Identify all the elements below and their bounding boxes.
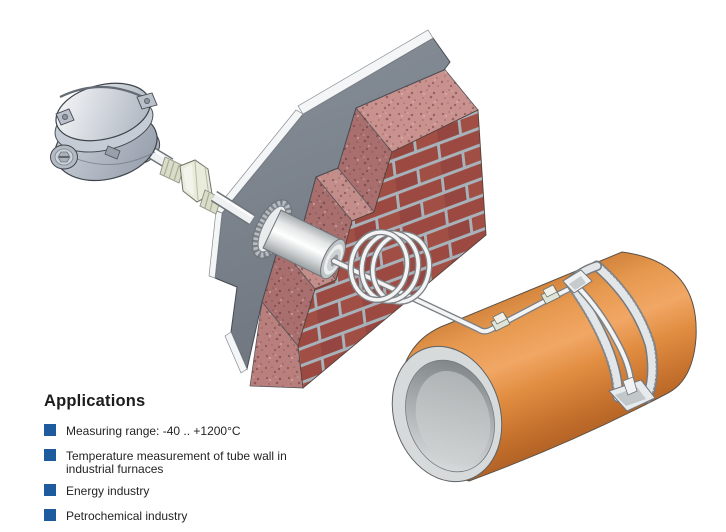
mounting-plate [208, 29, 451, 374]
cable-gland [50, 144, 78, 170]
bullet-square-icon [44, 449, 56, 461]
list-item: Temperature measurement of tube wall in … [44, 449, 294, 476]
list-item: Energy industry [44, 484, 149, 498]
application-label: Measuring range: -40 .. +1200°C [66, 424, 241, 438]
expansion-coil [347, 229, 433, 305]
support-sleeve-with-weld-collar [251, 199, 346, 280]
list-item: Petrochemical industry [44, 509, 187, 523]
neck-thread [159, 156, 185, 184]
application-label: Energy industry [66, 484, 150, 498]
applications-section: Applications Measuring range: -40 .. +12… [44, 392, 374, 522]
wire-clips [490, 284, 561, 332]
bullet-square-icon [44, 509, 56, 521]
applications-heading: Applications [44, 392, 146, 410]
application-label: Petrochemical industry [66, 509, 188, 523]
bullet-square-icon [44, 424, 56, 436]
application-label: Temperature measurement of tube wall in … [66, 449, 287, 476]
furnace-tube [391, 251, 697, 483]
bullet-square-icon [44, 484, 56, 496]
union-nut [179, 159, 213, 203]
brick-face [297, 109, 487, 389]
lid-clamp-tabs [55, 92, 158, 160]
list-item: Measuring range: -40 .. +1200°C [44, 424, 241, 438]
thermocouple-wire [330, 257, 573, 335]
plate-edge-highlight [208, 29, 434, 374]
tube-clamp-bracket [562, 260, 658, 412]
thermocouple-connection-head [50, 82, 256, 226]
